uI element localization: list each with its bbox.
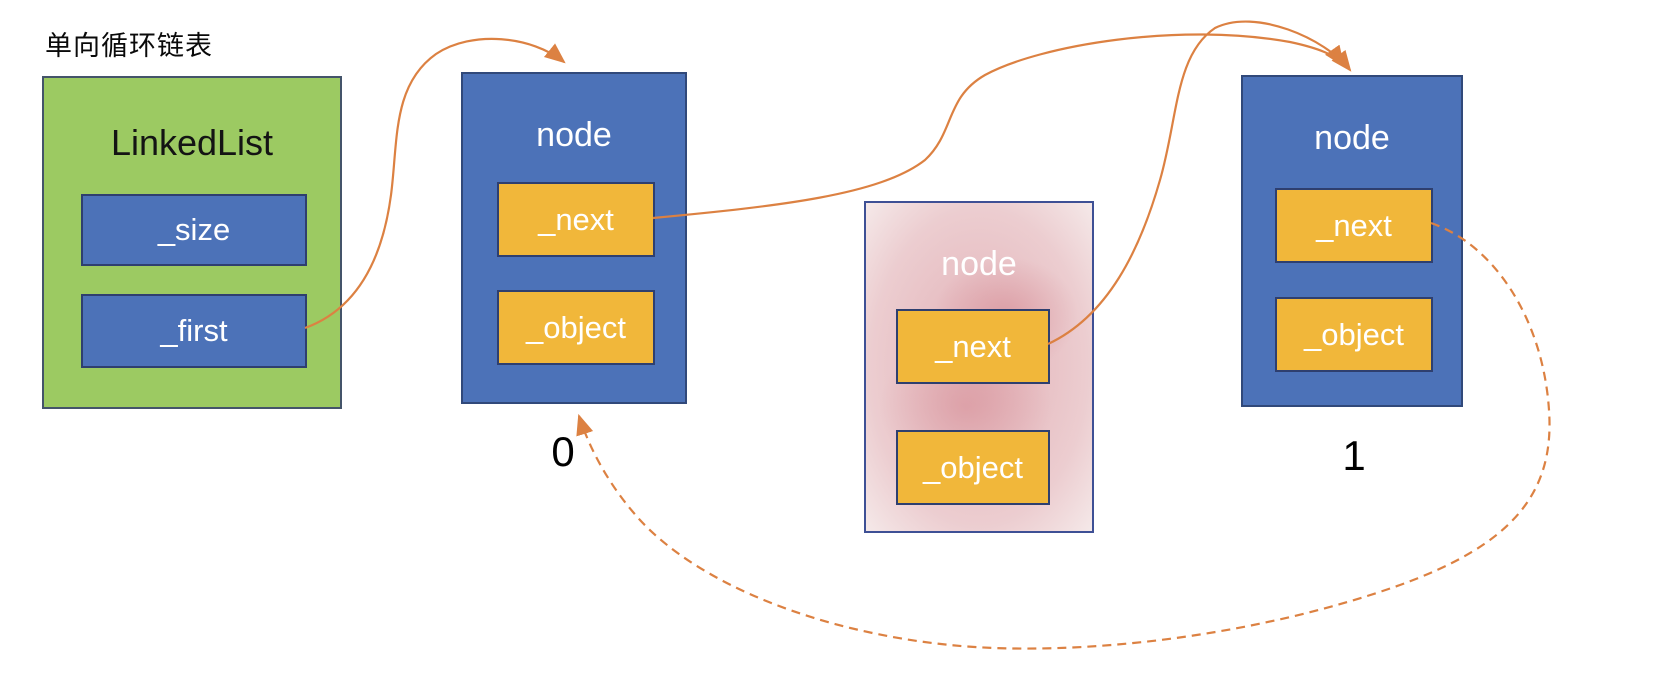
node-middle-field-next: _next [896, 309, 1050, 384]
node-middle-label: node [941, 245, 1017, 283]
node-0-box: node _next _object [461, 72, 687, 404]
node-0-index-label: 0 [551, 428, 575, 475]
linkedlist-box: LinkedList _size _first [42, 76, 342, 409]
node-1-box: node _next _object [1241, 75, 1463, 407]
linkedlist-field-size: _size [81, 194, 307, 266]
node-middle-field-object: _object [896, 430, 1050, 505]
node-middle-box: node _next _object [864, 201, 1094, 533]
node-1-label: node [1314, 119, 1390, 157]
node-1-field-next: _next [1275, 188, 1433, 263]
linkedlist-field-first: _first [81, 294, 307, 368]
node-0-field-next: _next [497, 182, 655, 257]
node-0-field-object: _object [497, 290, 655, 365]
node-1-index-label: 1 [1342, 432, 1366, 479]
arrow-node0-next-to-node1-icon [652, 33, 1345, 220]
diagram-title: 单向循环链表 [45, 31, 213, 61]
linkedlist-label: LinkedList [110, 122, 274, 163]
node-0-label: node [536, 116, 612, 154]
node-1-field-object: _object [1275, 297, 1433, 372]
